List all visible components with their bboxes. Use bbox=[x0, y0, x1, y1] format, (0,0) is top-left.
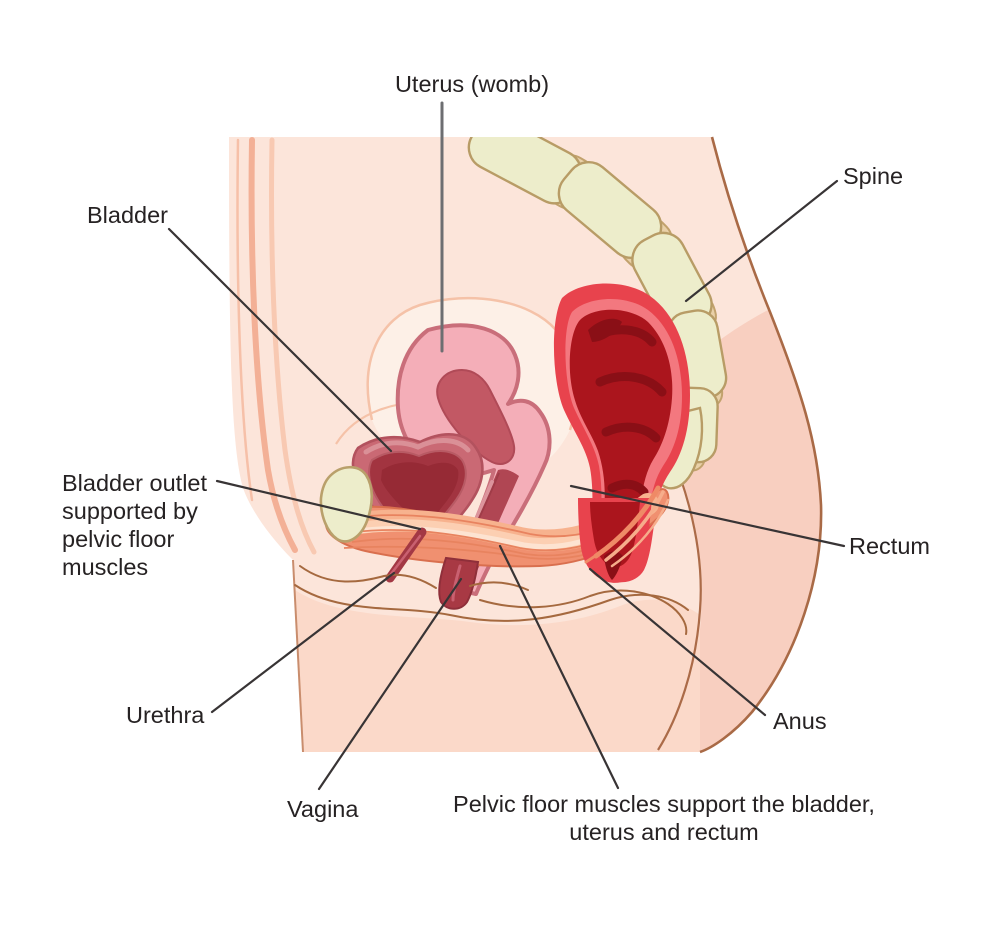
urethra-leader-line bbox=[210, 571, 396, 714]
thigh-shading bbox=[295, 590, 700, 752]
bladder-outlet-label: Bladder outlet supported by pelvic floor… bbox=[62, 470, 207, 580]
rectum-leader-line bbox=[569, 484, 846, 548]
anus-label: Anus bbox=[773, 708, 827, 734]
rectum-interior bbox=[569, 309, 673, 564]
urethra-shape bbox=[385, 527, 427, 583]
perineum-lines bbox=[294, 565, 689, 635]
pubic-bone bbox=[319, 465, 374, 543]
bladder-outlet-leader-line bbox=[215, 479, 422, 531]
svg-text:pelvic floor: pelvic floor bbox=[62, 526, 174, 552]
labels: Uterus (womb) Spine Bladder Bladder outl… bbox=[62, 71, 930, 845]
urethra-label: Urethra bbox=[126, 702, 205, 728]
spine-leader-line bbox=[684, 179, 839, 303]
svg-text:muscles: muscles bbox=[62, 554, 148, 580]
anus-leader-line bbox=[588, 567, 767, 717]
bladder-leader-line bbox=[167, 227, 393, 453]
caption-label: Pelvic floor muscles support the bladder… bbox=[453, 791, 875, 845]
back-outline bbox=[699, 136, 823, 754]
bladder-label: Bladder bbox=[87, 202, 168, 228]
svg-text:uterus and rectum: uterus and rectum bbox=[569, 819, 758, 845]
vagina-leader-line bbox=[317, 577, 463, 791]
abdomen-stripes bbox=[236, 137, 317, 555]
rectum-label: Rectum bbox=[849, 533, 930, 559]
svg-text:Bladder outlet: Bladder outlet bbox=[62, 470, 207, 496]
thigh-front-edge bbox=[292, 559, 304, 753]
svg-text:supported by: supported by bbox=[62, 498, 198, 524]
svg-text:Pelvic floor muscles support t: Pelvic floor muscles support the bladder… bbox=[453, 791, 875, 817]
bladder-highlight bbox=[363, 438, 471, 455]
spine-label: Spine bbox=[843, 163, 903, 189]
uterus-label: Uterus (womb) bbox=[395, 71, 549, 97]
caption-leader-line bbox=[498, 544, 620, 790]
leader-lines bbox=[167, 101, 846, 791]
vagina-label: Vagina bbox=[287, 796, 359, 822]
